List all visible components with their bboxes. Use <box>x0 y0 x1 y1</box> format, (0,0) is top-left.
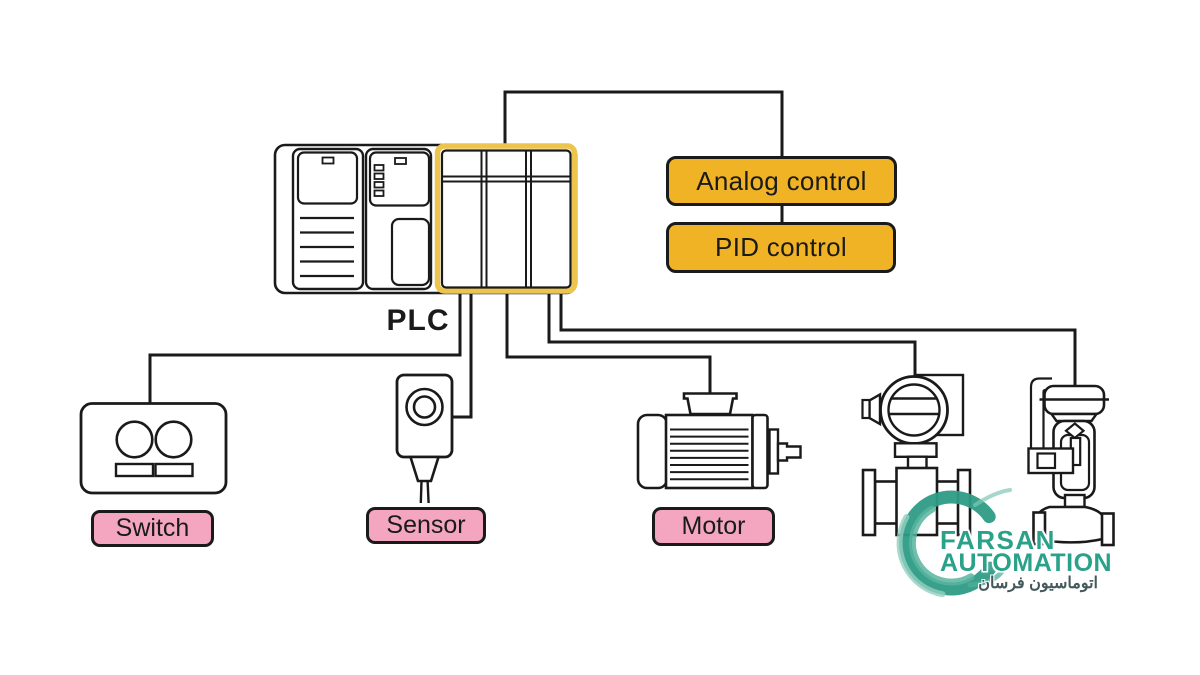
sensor-gland <box>408 455 441 483</box>
valve-body <box>1035 505 1104 544</box>
sensor-cable <box>419 480 430 504</box>
motor-terminal-box <box>682 392 738 416</box>
motor-label: Motor <box>652 507 775 546</box>
valve-bonnet <box>1049 412 1099 423</box>
control-valve-device <box>1027 377 1115 547</box>
logo-farsi-text: اتوماسیون فرسان <box>978 575 1098 592</box>
valve-flange-left <box>1032 511 1047 546</box>
switch-device <box>79 402 228 495</box>
sensor-lens-inner <box>412 395 437 419</box>
valve-air-tube <box>1029 377 1052 450</box>
plc-power-module <box>291 147 365 291</box>
plc-cpu-module <box>364 147 433 291</box>
wire-plc-to-motor <box>505 290 712 394</box>
motor-fins <box>670 428 749 481</box>
pid-control-box: PID control <box>666 222 896 273</box>
wire-plc-to-control-valve <box>559 290 1077 387</box>
transmitter-side-cone <box>868 392 882 427</box>
valve-flange-right <box>1100 512 1115 547</box>
plc-io-modules-highlight <box>434 143 578 294</box>
flow-flange-left <box>861 468 877 537</box>
motor-bearing <box>768 428 780 475</box>
wire-plc-to-switch <box>148 290 462 404</box>
motor-end-cap-left <box>636 413 669 490</box>
switch-button-left <box>115 420 154 459</box>
transmitter-head-inner <box>887 383 941 437</box>
switch-label: Switch <box>91 510 214 547</box>
logo-farsan-text: FARSAN <box>940 525 1056 555</box>
plc-unit <box>273 143 578 295</box>
switch-body <box>79 402 228 495</box>
sensor-device <box>395 373 454 504</box>
motor-end-cap-right <box>751 413 769 490</box>
transmitter-display-band <box>889 397 939 416</box>
logo-automation-text: AUTOMATION <box>940 549 1113 577</box>
wire-plc-to-sensor <box>452 290 473 419</box>
wires <box>148 90 1077 419</box>
motor-shaft <box>776 442 802 462</box>
valve-neck <box>1063 493 1086 509</box>
analog-control-box: Analog control <box>666 156 897 206</box>
switch-button-right <box>154 420 193 459</box>
plc-title: PLC <box>386 304 450 337</box>
motor-device <box>636 392 802 490</box>
wire-plc-to-analog-control <box>503 90 784 157</box>
sensor-label: Sensor <box>366 507 486 544</box>
farsan-logo-swirl <box>896 488 1012 598</box>
wire-plc-to-flow-transmitter <box>547 290 917 378</box>
transmitter-shoulder <box>893 442 938 458</box>
